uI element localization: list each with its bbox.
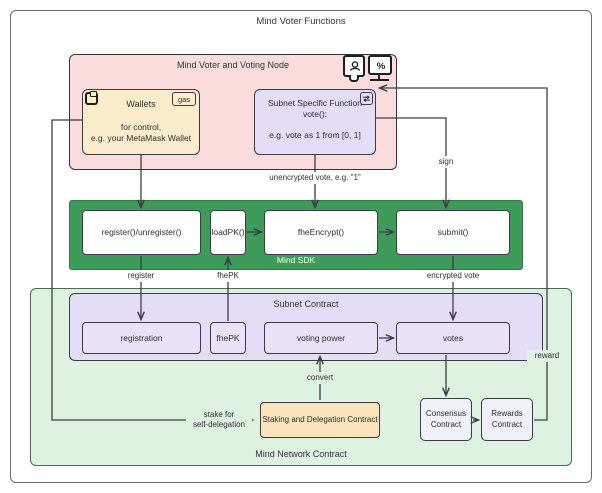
wallets-body: for control, e.g. your MetaMask Wallet xyxy=(90,122,192,143)
mind-network-contract-title: Mind Network Contract xyxy=(255,449,347,459)
edge-label-unencrypted-vote: unencrypted vote, e.g. "1" xyxy=(235,172,395,184)
gas-badge: gas xyxy=(172,92,196,106)
subnet-function-line2: vote(): xyxy=(302,108,328,119)
subnet-function-line1: Subnet Specific Function xyxy=(267,97,363,108)
outer-title: Mind Voter Functions xyxy=(256,16,346,27)
edge-label-sign: sign xyxy=(425,156,467,168)
sdk-box-loadpk-label: loadPK() xyxy=(211,227,245,238)
monitor-base-icon xyxy=(370,79,389,81)
voting-node-monitor-icon: % xyxy=(368,55,392,75)
mind-sdk-title: Mind SDK xyxy=(276,255,316,265)
edge-label-encrypted-vote: encrypted vote xyxy=(410,270,496,282)
wallets-title: Wallets xyxy=(126,99,156,110)
mind-voter-node-title: Mind Voter and Voting Node xyxy=(176,60,290,70)
monitor-stand-icon xyxy=(378,75,380,80)
contract-box-votes-label: votes xyxy=(442,332,464,343)
contract-box-voting-power[interactable] xyxy=(264,322,378,354)
contract-box-registration-label: registration xyxy=(120,332,163,343)
user-actor-bubble-tail-icon xyxy=(349,75,359,82)
contract-box-fhepk-label: fhePK xyxy=(216,332,240,343)
svg-text:%: % xyxy=(377,61,386,72)
staking-and-delegation-contract-box[interactable] xyxy=(260,402,380,438)
subnet-function-line3: e.g. vote as 1 from [0, 1] xyxy=(269,129,361,140)
contract-box-voting-power-label: voting power xyxy=(296,332,346,343)
user-actor-icon xyxy=(343,55,365,77)
subnet-specific-function-box[interactable] xyxy=(254,89,376,155)
consensus-contract-label: Consensus Contract xyxy=(425,409,467,429)
rewards-contract-label: Rewards Contract xyxy=(491,409,523,429)
clipboard-icon xyxy=(85,91,98,105)
edge-label-reward: reward xyxy=(527,350,567,362)
edge-label-convert: convert xyxy=(292,372,348,384)
sdk-box-fheencrypt[interactable] xyxy=(264,210,378,255)
sdk-box-fheencrypt-label: fheEncrypt() xyxy=(297,227,345,238)
subnet-contract-title: Subnet Contract xyxy=(273,299,339,309)
edge-label-stake-self-delegation: stake for self-delegation xyxy=(186,408,252,432)
swap-arrows-icon xyxy=(360,92,373,105)
edge-label-fhepk: fhePK xyxy=(200,270,256,282)
sdk-box-submit-label: submit() xyxy=(437,227,469,238)
staking-and-delegation-contract-label: Staking and Delegation Contract xyxy=(262,414,378,424)
sdk-box-register-unregister-label: register()/unregister() xyxy=(101,227,182,238)
edge-label-register: register xyxy=(113,270,169,282)
